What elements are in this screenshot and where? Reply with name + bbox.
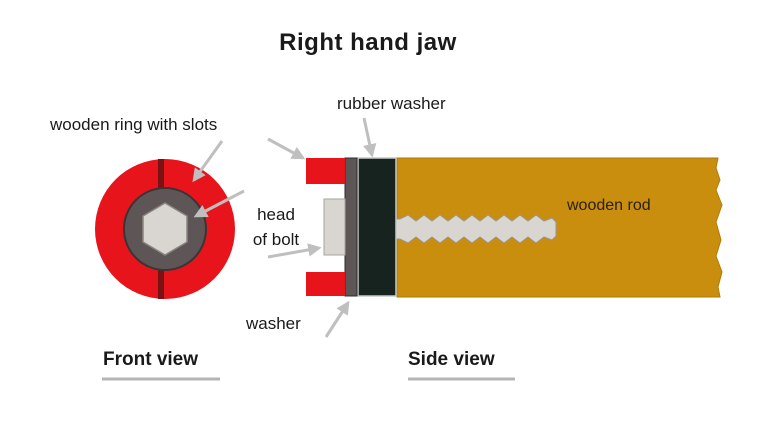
bolt-shank [345, 214, 557, 244]
arrow-ring-side [267, 137, 306, 160]
ring-slot-top [158, 159, 164, 207]
wooden-ring-side-bottom [306, 272, 345, 296]
caption-front-view: Front view [103, 349, 198, 370]
label-washer: washer [245, 314, 301, 333]
caption-side-view: Side view [408, 349, 495, 370]
rubber-washer [357, 157, 397, 297]
side-view [306, 157, 723, 298]
label-head-of-bolt-line1: head [257, 205, 295, 224]
arrow-rubber-washer [362, 117, 377, 158]
arrow-washer-side [324, 300, 350, 338]
label-wooden-rod: wooden rod [566, 197, 651, 214]
label-rubber-washer: rubber washer [337, 94, 446, 113]
label-wooden-ring-with-slots: wooden ring with slots [49, 115, 217, 134]
arrow-head-of-bolt [267, 243, 322, 259]
washer-side [344, 157, 358, 297]
wooden-rod [396, 157, 723, 298]
arrow-ring-front [192, 140, 224, 183]
label-head-of-bolt-line2: of bolt [253, 230, 300, 249]
wooden-ring-side-top [306, 158, 345, 184]
front-view [95, 159, 235, 299]
bolt-head-side [323, 198, 346, 256]
arrow-washer-front [193, 189, 245, 218]
ring-slot-bottom [158, 252, 164, 299]
bolt-head-hexagon [142, 202, 188, 256]
diagram-title: Right hand jaw [279, 29, 457, 56]
